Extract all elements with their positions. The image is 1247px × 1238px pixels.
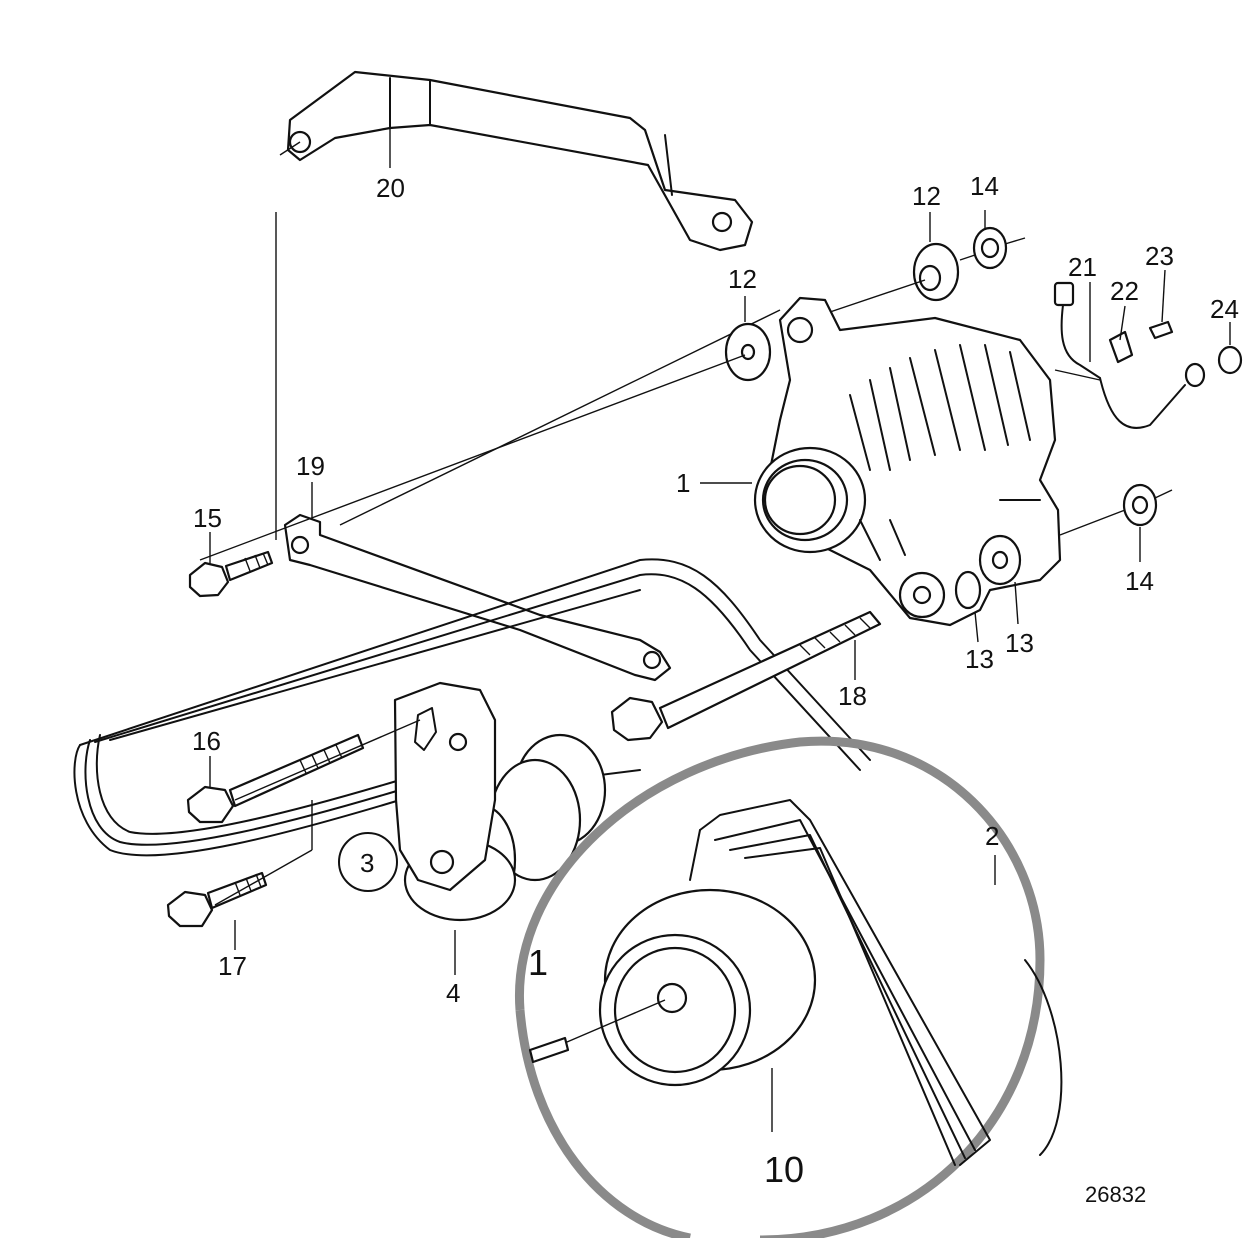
callout-21: 21 <box>1068 252 1097 282</box>
washer-part-12-left <box>199 322 772 561</box>
leader-lines <box>209 128 1231 975</box>
long-bolt-part-18 <box>610 610 882 742</box>
callout-14-top: 14 <box>970 171 999 201</box>
bolt-part-16 <box>186 719 421 824</box>
callout-18: 18 <box>838 681 867 711</box>
bolt-part-17 <box>166 871 268 928</box>
callout-20: 20 <box>376 173 405 203</box>
washer-part-12-right <box>829 242 960 313</box>
callout-1: 1 <box>676 468 690 498</box>
callout-labels: 20 12 14 12 21 23 22 24 1 19 15 14 13 13… <box>192 171 1239 1207</box>
callout-17: 17 <box>218 951 247 981</box>
wiring-parts-21-24 <box>1053 281 1243 429</box>
drawing-number: 26832 <box>1085 1182 1146 1207</box>
callout-1-detail: 1 <box>528 942 548 983</box>
callout-15: 15 <box>193 503 222 533</box>
alternator-part-1 <box>753 296 1062 627</box>
tensioner-pulley-part-4 <box>393 681 607 922</box>
callout-24: 24 <box>1210 294 1239 324</box>
callout-14-bottom: 14 <box>1125 566 1154 596</box>
callout-3-circle <box>338 832 398 892</box>
callout-10: 10 <box>764 1149 804 1190</box>
bracket-arm-part-20 <box>279 70 754 252</box>
callout-16: 16 <box>192 726 221 756</box>
callout-2: 2 <box>985 821 999 851</box>
callout-13-left: 13 <box>965 644 994 674</box>
detail-view-idler <box>514 736 1063 1238</box>
spacer-part-13 <box>954 534 1022 610</box>
bolt-part-15 <box>188 550 274 598</box>
callout-12-left: 12 <box>728 264 757 294</box>
callout-19: 19 <box>296 451 325 481</box>
tension-bar-part-19 <box>283 309 781 682</box>
callout-3: 3 <box>360 848 374 878</box>
callout-23: 23 <box>1145 241 1174 271</box>
nut-part-14-bottom <box>1059 483 1173 536</box>
callout-22: 22 <box>1110 276 1139 306</box>
nut-part-14-top <box>959 226 1026 270</box>
belt-part-2 <box>73 558 871 857</box>
callout-13-right: 13 <box>1005 628 1034 658</box>
callout-4: 4 <box>446 978 460 1008</box>
callout-12-top: 12 <box>912 181 941 211</box>
